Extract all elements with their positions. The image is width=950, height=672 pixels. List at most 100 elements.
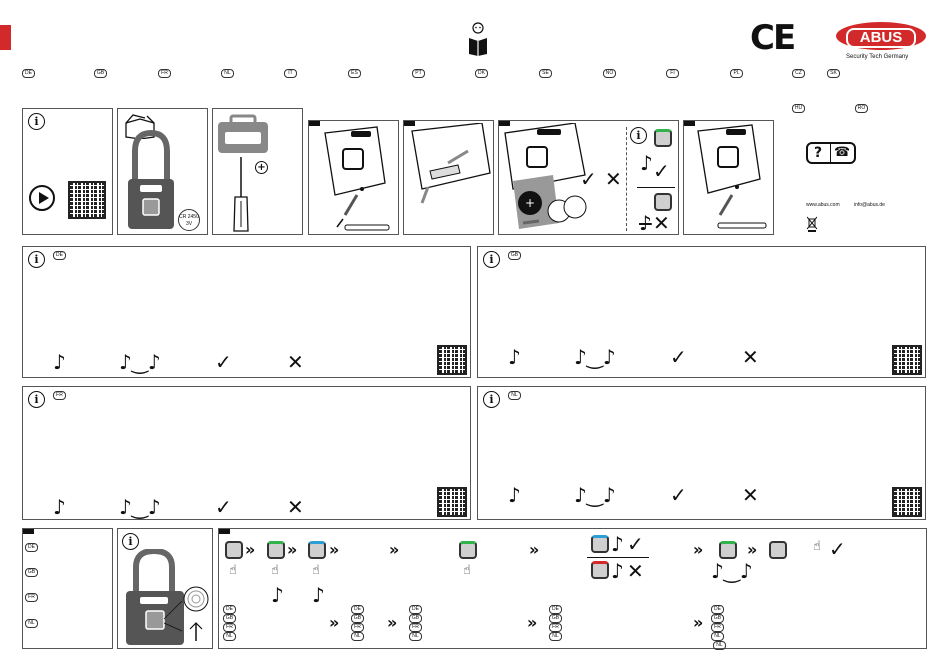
chevron-right-icon: » bbox=[747, 540, 758, 559]
toolbox-icon bbox=[218, 114, 268, 153]
abus-logo: ABUS bbox=[836, 22, 926, 50]
lang-hu: HU bbox=[792, 104, 805, 113]
lock-body-illustration bbox=[324, 126, 390, 231]
lang-gb: GB bbox=[409, 614, 422, 623]
led-button-green bbox=[719, 541, 737, 559]
single-beep-icon: ♪ bbox=[508, 483, 521, 507]
lang-group: DE GB FR NL bbox=[409, 605, 423, 645]
step-tag bbox=[499, 121, 510, 126]
lang-fr: FR bbox=[351, 623, 364, 632]
panel-divider bbox=[626, 127, 627, 231]
check-icon: ✓ bbox=[670, 483, 687, 507]
lang-nl: NL bbox=[221, 69, 234, 78]
lang-fi: FI bbox=[666, 69, 679, 78]
led-button-off bbox=[769, 541, 787, 559]
lang-dk: DK bbox=[475, 69, 488, 78]
email-link[interactable]: info@abus.de bbox=[854, 202, 885, 208]
step-tag bbox=[684, 121, 695, 126]
check-icon: ✓ bbox=[215, 350, 232, 374]
lang-gb: GB bbox=[711, 614, 724, 623]
lang-cz: CZ bbox=[792, 69, 805, 78]
info-icon: i bbox=[630, 127, 647, 144]
corner-tab bbox=[0, 25, 11, 50]
divider-line bbox=[587, 557, 649, 558]
chevron-right-icon: » bbox=[527, 613, 538, 632]
check-icon: ✓ bbox=[829, 537, 846, 561]
led-button-green bbox=[459, 541, 477, 559]
single-beep-icon: ♪ bbox=[508, 345, 521, 369]
cross-icon: ✕ bbox=[742, 483, 759, 507]
lang-es: ES bbox=[348, 69, 361, 78]
card-fr: i FR ♪ ♪‿♪ ✓ ✕ bbox=[22, 386, 471, 520]
finger-touch-icon: ☝ bbox=[271, 563, 279, 578]
lang-nl: NL bbox=[711, 632, 724, 641]
weee-bin-icon bbox=[806, 216, 818, 232]
cross-icon: ✕ bbox=[287, 350, 304, 374]
led-button-red bbox=[591, 561, 609, 579]
screwdriver-icon bbox=[233, 157, 249, 232]
lang-nl: NL bbox=[713, 641, 726, 650]
lang-fr: FR bbox=[223, 623, 236, 632]
play-icon[interactable] bbox=[29, 185, 55, 211]
ce-mark: CE bbox=[750, 18, 796, 58]
panel-bottom-padlock: i bbox=[117, 528, 213, 649]
battery-badge: CR 2450 3V bbox=[178, 209, 200, 231]
lang-pt: PT bbox=[412, 69, 425, 78]
step-tag bbox=[23, 529, 34, 534]
lang-nl: NL bbox=[351, 632, 364, 641]
qr-code[interactable] bbox=[892, 487, 922, 517]
lang-sk: SK bbox=[827, 69, 840, 78]
double-beep-icon: ♪‿♪ bbox=[119, 350, 161, 374]
read-manual-icon bbox=[467, 22, 489, 56]
step-tag bbox=[219, 529, 230, 534]
card-lang-badge: NL bbox=[508, 391, 521, 400]
lang-fr: FR bbox=[158, 69, 171, 78]
card-lang-badge: GB bbox=[508, 251, 521, 260]
beep-icon: ♪ bbox=[640, 151, 653, 175]
qr-code[interactable] bbox=[437, 345, 467, 375]
lang-gb: GB bbox=[25, 568, 38, 577]
info-icon: i bbox=[28, 251, 45, 268]
finger-touch-icon: ☝ bbox=[463, 563, 471, 578]
chevron-right-icon: » bbox=[245, 540, 256, 559]
beep-icon: ♪ bbox=[611, 532, 624, 556]
lang-group: DE GB FR NL bbox=[223, 605, 237, 645]
finger-touch-icon: ☝ bbox=[813, 539, 821, 554]
lang-group: DE GB FR NL bbox=[549, 605, 563, 645]
led-button-off bbox=[225, 541, 243, 559]
lang-de: DE bbox=[223, 605, 236, 614]
check-icon: ✓ bbox=[670, 345, 687, 369]
lang-fr: FR bbox=[711, 623, 724, 632]
panel-packaging: CR 2450 3V bbox=[117, 108, 208, 235]
lang-de: DE bbox=[22, 69, 35, 78]
qr-code[interactable] bbox=[892, 345, 922, 375]
led-button-blue bbox=[308, 541, 326, 559]
led-button-off bbox=[654, 193, 672, 211]
lang-gb: GB bbox=[223, 614, 236, 623]
panel-bottom-steps: » » » » » ☝ ☝ ☝ ☝ ♪ ♪ ♪ ✓ ♪ ✕ » » ☝ ✓ ♪‿… bbox=[218, 528, 927, 650]
check-icon: ✓ bbox=[580, 167, 597, 191]
lang-ro: RO bbox=[855, 104, 868, 113]
finger-touch-icon: ☝ bbox=[229, 563, 237, 578]
beep-icon: ♪ bbox=[312, 583, 325, 607]
panel-bottom-lang-list: DE GB FR NL bbox=[22, 528, 113, 649]
phillips-icon: + bbox=[255, 161, 268, 174]
lang-fr: FR bbox=[409, 623, 422, 632]
lang-gb: GB bbox=[94, 69, 107, 78]
lang-de: DE bbox=[711, 605, 724, 614]
panel-step-3: + ✓ ✕ i ♪ ✓ ♪ ✕ bbox=[498, 120, 679, 235]
info-icon: i bbox=[483, 391, 500, 408]
qr-code[interactable] bbox=[68, 181, 106, 219]
lang-fr: FR bbox=[25, 593, 38, 602]
finger-touch-icon: ☝ bbox=[312, 563, 320, 578]
padlock-image bbox=[128, 129, 174, 229]
abus-tagline: Security Tech Germany bbox=[846, 54, 909, 60]
chevron-right-icon: » bbox=[387, 613, 398, 632]
padlock-fingerprint-illustration bbox=[126, 549, 209, 645]
qr-code[interactable] bbox=[437, 487, 467, 517]
lang-nl: NL bbox=[409, 632, 422, 641]
step-tag bbox=[404, 121, 415, 126]
cross-icon: ✕ bbox=[627, 559, 644, 583]
website-link[interactable]: www.abus.com bbox=[806, 202, 840, 208]
cross-icon: ✕ bbox=[287, 495, 304, 519]
